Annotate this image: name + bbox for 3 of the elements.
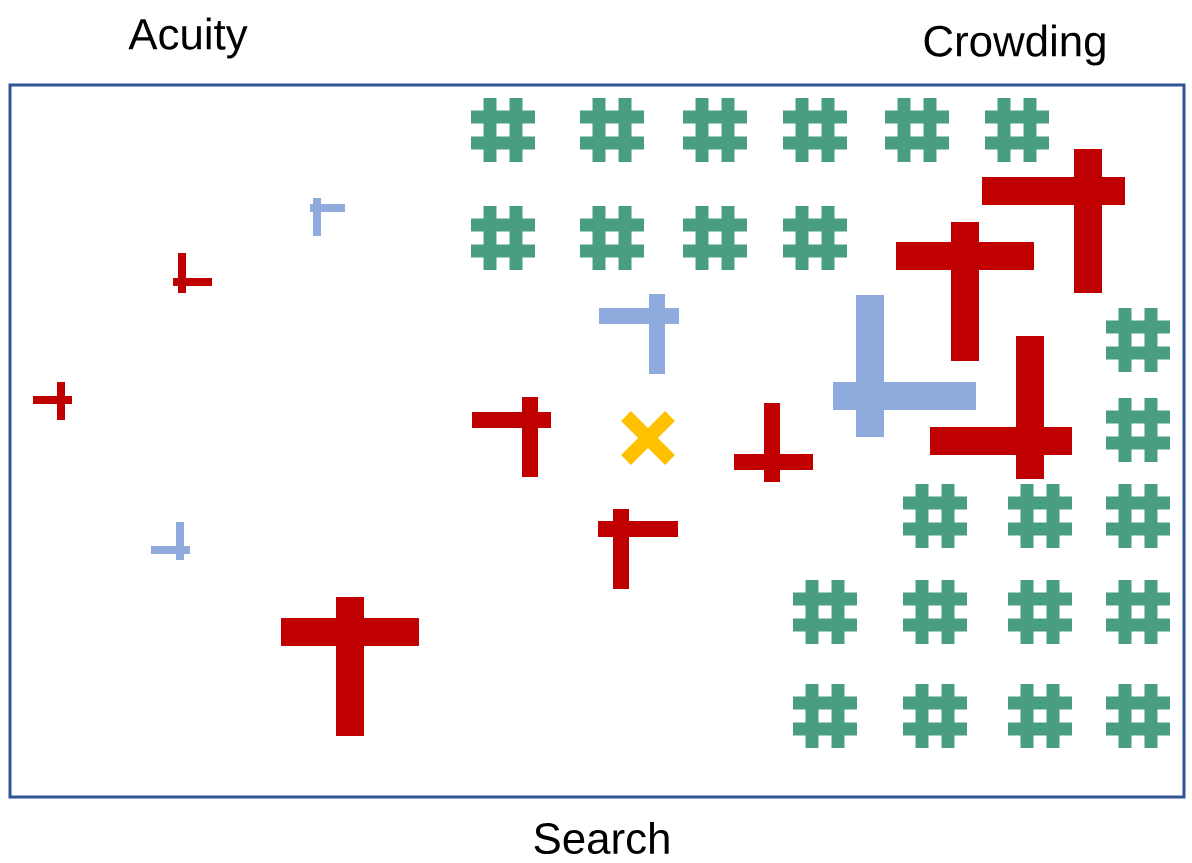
region-label: Search: [534, 821, 669, 855]
region-label: Acuity: [128, 17, 248, 59]
region-label: Crowding: [924, 24, 1105, 66]
